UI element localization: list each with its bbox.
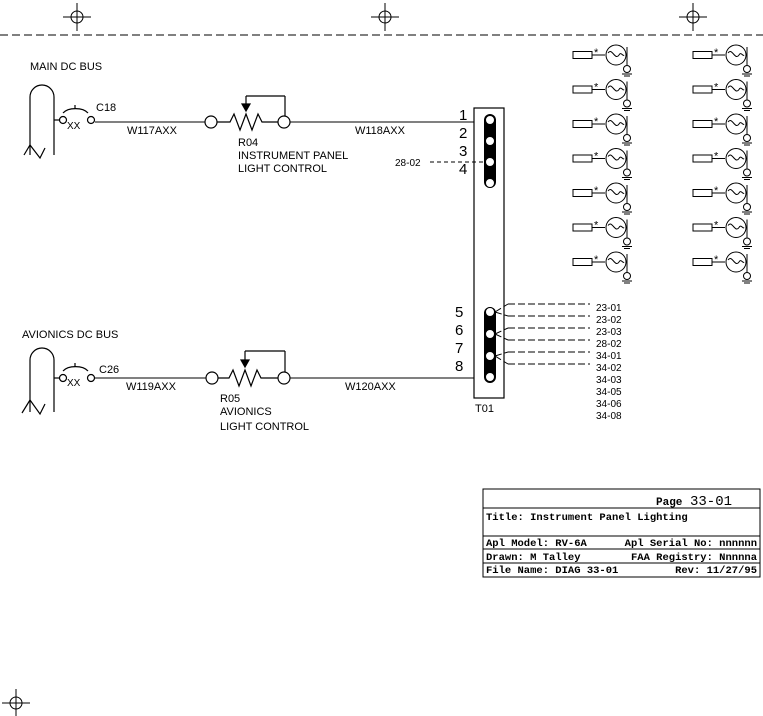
lamp-symbol: * — [692, 79, 752, 111]
xref-23-03: 23-03 — [596, 327, 622, 338]
lamp-symbol: * — [572, 217, 632, 249]
xref-23-01: 23-01 — [596, 303, 622, 314]
svg-text:*: * — [714, 254, 719, 266]
lamp-symbol: * — [692, 148, 752, 180]
xref-34-02: 34-02 — [596, 363, 622, 374]
terminal-pin-8: 8 — [455, 358, 463, 375]
xref-lines — [494, 303, 590, 365]
main-xref-label: 28-02 — [395, 158, 421, 169]
avionics-pot-id: R05 — [220, 393, 240, 405]
svg-text:*: * — [594, 151, 599, 163]
title-page-value: 33-01 — [690, 494, 732, 510]
avionics-pot-desc-2: LIGHT CONTROL — [220, 421, 309, 433]
terminal-bus-bars — [484, 114, 496, 383]
title-text: Title: Instrument Panel Lighting — [486, 512, 688, 524]
registration-mark — [2, 689, 30, 716]
terminal-pin-2: 2 — [459, 125, 467, 142]
main-potentiometer — [204, 95, 291, 132]
avionics-breaker-rating: XX — [67, 378, 81, 389]
avionics-breaker-id: C26 — [99, 364, 119, 376]
xref-34-08: 34-08 — [596, 411, 622, 422]
xref-34-03: 34-03 — [596, 375, 622, 386]
title-page-label: Page — [656, 497, 683, 509]
lamp-symbol: * — [572, 79, 632, 111]
title-file: File Name: DIAG 33-01 — [486, 565, 618, 577]
registration-mark — [63, 3, 91, 31]
title-drawn: Drawn: M Talley — [486, 552, 581, 564]
lamp-symbol: * — [692, 251, 752, 284]
xref-34-05: 34-05 — [596, 387, 622, 398]
lamp-symbol: * — [692, 217, 752, 249]
wire-w118-label: W118AXX — [355, 125, 406, 137]
lamp-symbol: * — [692, 44, 752, 77]
terminal-pin-1: 1 — [459, 107, 467, 124]
main-breaker-rating: XX — [67, 121, 81, 132]
main-pot-desc-2: LIGHT CONTROL — [238, 163, 327, 175]
xref-28-02: 28-02 — [596, 339, 622, 350]
lamp-symbol: * — [572, 148, 632, 180]
registration-marks — [2, 3, 707, 716]
terminal-pin-5: 5 — [455, 304, 463, 321]
lamp-symbol: * — [572, 251, 632, 284]
main-breaker-id: C18 — [96, 102, 116, 114]
svg-text:*: * — [714, 47, 719, 59]
avionics-bus-symbol — [21, 347, 55, 416]
terminal-pin-4: 4 — [459, 161, 467, 178]
svg-text:*: * — [594, 254, 599, 266]
xref-34-01: 34-01 — [596, 351, 622, 362]
lamp-symbol: * — [692, 182, 752, 215]
terminal-id: T01 — [475, 403, 494, 415]
xref-34-06: 34-06 — [596, 399, 622, 410]
wire-w120-label: W120AXX — [345, 381, 396, 393]
main-breaker — [54, 105, 96, 125]
title-serial: Apl Serial No: nnnnnn — [625, 538, 757, 550]
svg-text:*: * — [594, 47, 599, 59]
lamp-symbol: * — [692, 113, 752, 146]
title-model: Apl Model: RV-6A — [486, 538, 588, 550]
svg-text:*: * — [594, 185, 599, 197]
svg-text:*: * — [714, 185, 719, 197]
avionics-potentiometer — [205, 350, 291, 388]
svg-text:*: * — [714, 82, 719, 94]
avionics-pot-desc-1: AVIONICS — [220, 406, 272, 418]
svg-text:*: * — [594, 116, 599, 128]
svg-text:*: * — [594, 220, 599, 232]
main-bus-symbol — [23, 84, 55, 160]
terminal-pins — [485, 115, 495, 382]
lamp-symbol: * — [572, 113, 632, 146]
main-pot-desc-1: INSTRUMENT PANEL — [238, 150, 348, 162]
svg-text:*: * — [714, 116, 719, 128]
avionics-bus-label: AVIONICS DC BUS — [22, 329, 118, 341]
registration-mark — [371, 3, 399, 31]
main-bus-label: MAIN DC BUS — [30, 61, 102, 73]
terminal-pin-6: 6 — [455, 322, 463, 339]
wire-w117-label: W117AXX — [127, 125, 178, 137]
avionics-breaker — [54, 363, 96, 383]
main-pot-id: R04 — [238, 137, 258, 149]
title-rev: Rev: 11/27/95 — [675, 565, 757, 577]
svg-text:*: * — [714, 151, 719, 163]
lamp-symbol: * — [572, 182, 632, 215]
title-registry: FAA Registry: Nnnnna — [631, 552, 758, 564]
svg-text:*: * — [594, 82, 599, 94]
registration-mark — [679, 3, 707, 31]
terminal-pin-3: 3 — [459, 143, 467, 160]
wire-w119-label: W119AXX — [126, 381, 177, 393]
svg-text:*: * — [714, 220, 719, 232]
panel-lamps: * * * * * * * * * * * * * * — [572, 44, 752, 284]
title-block — [482, 488, 761, 578]
lamp-symbol: * — [572, 44, 632, 77]
xref-23-02: 23-02 — [596, 315, 622, 326]
terminal-pin-7: 7 — [455, 340, 463, 357]
